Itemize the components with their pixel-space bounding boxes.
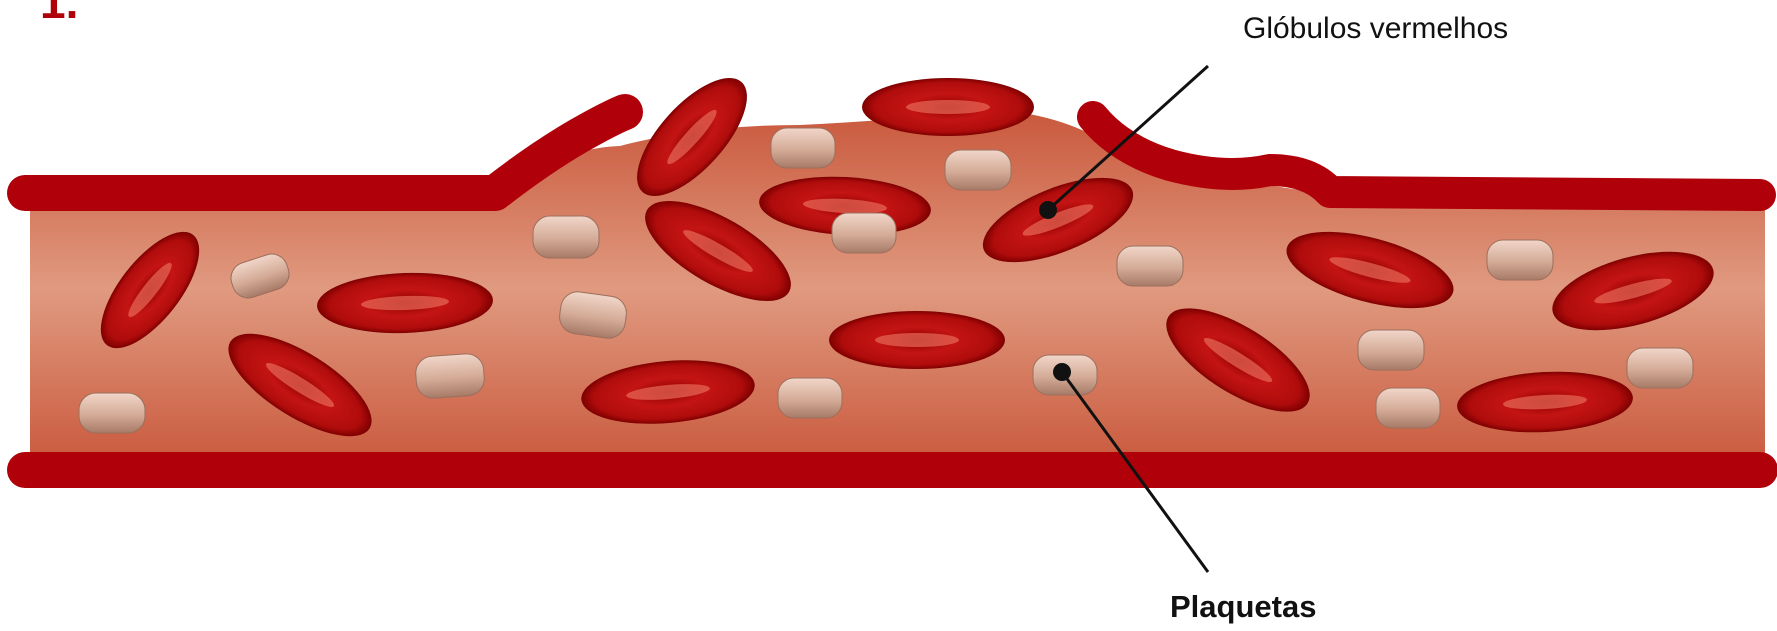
vessel-wall-top-right xyxy=(1093,117,1760,195)
platelet xyxy=(832,213,896,253)
platelet xyxy=(1376,388,1440,428)
red-blood-cell xyxy=(829,311,1005,369)
leader-dot-platelets xyxy=(1053,363,1071,381)
figure-number: 1. xyxy=(40,0,78,28)
platelet xyxy=(1487,240,1553,280)
platelet xyxy=(79,393,145,433)
platelet xyxy=(533,216,599,258)
platelet xyxy=(415,353,486,400)
platelet xyxy=(1117,246,1183,286)
vessel-wall-top xyxy=(25,112,625,193)
platelet xyxy=(1358,330,1424,370)
leader-dot-red-cells xyxy=(1039,201,1057,219)
platelet xyxy=(1627,348,1693,388)
label-platelets: Plaquetas xyxy=(1170,589,1316,624)
platelet xyxy=(778,378,842,418)
platelet xyxy=(945,150,1011,190)
label-red-cells: Glóbulos vermelhos xyxy=(1243,12,1508,45)
red-blood-cell xyxy=(862,78,1034,136)
platelet xyxy=(771,128,835,168)
